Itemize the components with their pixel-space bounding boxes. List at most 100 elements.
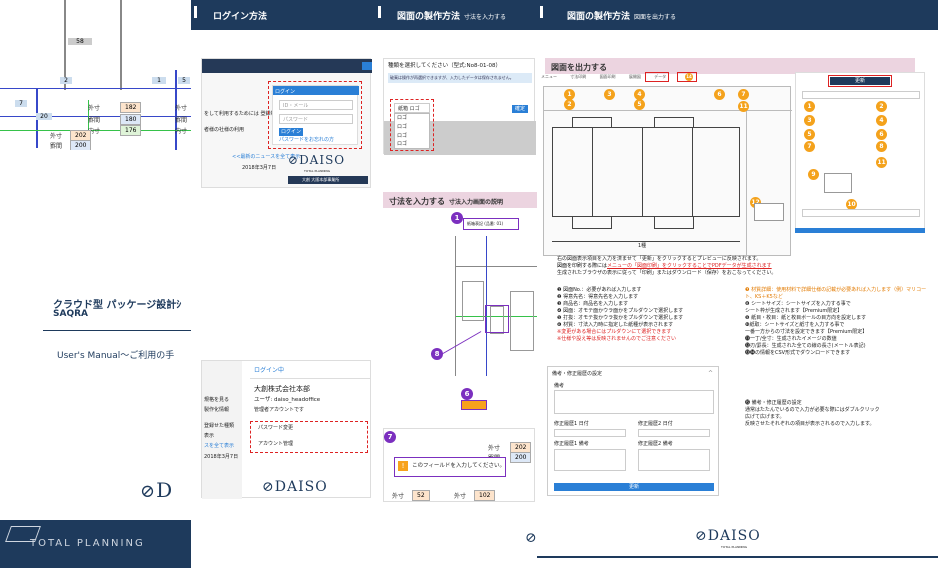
slide-dimensions: 図面の製作方法寸法を入力する 種類を選択してください（型式:No8-01-08）…: [375, 0, 537, 568]
history-note-label: 修正履歴2 備考: [638, 441, 673, 447]
password-input[interactable]: パスワード: [279, 114, 353, 124]
row-value: 176: [120, 125, 142, 136]
confirm-button[interactable]: 確定: [512, 105, 528, 113]
slide-header: 図面の製作方法図面を出力する: [537, 0, 938, 30]
row-label: 罫間: [88, 117, 101, 124]
badge-1: 1: [564, 89, 575, 100]
right-label: 外寸: [175, 105, 188, 112]
login-id-input[interactable]: ID・メール: [279, 100, 353, 110]
list-left-note: ※仕様や設え等は反映されませんのでご注意ください: [557, 336, 677, 342]
diagram-line: [0, 88, 191, 89]
badge-8: 8: [431, 348, 443, 360]
menu-item[interactable]: アカウント管理: [258, 441, 294, 447]
footer-label: 外寸: [392, 493, 405, 500]
tooltip-screenshot: 外寸 202 罫間 200 7 ! このフィールドを入力してください。 外寸 5…: [383, 428, 535, 502]
app-topbar: [202, 59, 372, 73]
dropdown-option[interactable]: ロゴ: [397, 141, 408, 147]
slide-header: 図面の製作方法寸法を入力する: [375, 0, 537, 30]
row-label: 罫間: [50, 143, 63, 150]
box-flap: [572, 217, 612, 229]
news-link[interactable]: スを全て表示: [204, 443, 235, 449]
left-item[interactable]: 登録せた種類: [204, 423, 235, 429]
logo-text: DAISO: [274, 479, 328, 495]
paragraph-line: 生成されたブラウザの表示に従って「印刷」またはダウンロード（保存）をおこなってく…: [557, 270, 777, 276]
menu-item[interactable]: データ: [654, 74, 667, 79]
menu-item[interactable]: 展開図: [628, 74, 641, 79]
dropdown-option[interactable]: ロゴ: [397, 115, 408, 121]
menu-item[interactable]: 図面印刷: [599, 74, 616, 79]
form-bottom-bar: [795, 228, 925, 233]
section-title: 図面を出力する: [545, 58, 915, 74]
badge-12: 12: [750, 197, 761, 208]
history-note-input[interactable]: [554, 449, 626, 471]
list-left-item: ❶ 図面No.：必要があれば入力します: [557, 287, 642, 293]
list-left-item: ❸ 商品名：商品名を入力します: [557, 301, 629, 307]
chevron-up-icon[interactable]: ^: [708, 370, 714, 377]
history-date-input[interactable]: [638, 429, 710, 437]
side-value: 200: [510, 452, 532, 463]
news-link[interactable]: <<最新のニュースを全て表示: [232, 154, 301, 160]
row-label: 外寸: [50, 133, 63, 140]
footer-line: [537, 556, 938, 558]
input-highlight: [461, 400, 487, 410]
diagram-value-7: 7: [15, 100, 27, 107]
select-prompt: 種類を選択してください（型式:No8-01-08）: [388, 63, 501, 69]
bottom-bar: [288, 176, 368, 184]
tooltip-box: [394, 457, 506, 477]
diagram-value-20: 20: [36, 113, 52, 120]
box-flap: [654, 217, 694, 229]
badge-1: 1: [804, 101, 815, 112]
box-crease: [592, 127, 593, 217]
page-subtitle: SAQRA: [53, 309, 88, 319]
diagram-rect: [490, 306, 504, 334]
history-date-input[interactable]: [554, 429, 626, 437]
list-right-item: ❼ 材質詳細：使用材料で詳細仕様の記載が必要あれば入力します（例）マリコート、K…: [745, 287, 927, 300]
update-button[interactable]: 更新: [830, 77, 890, 85]
form-select[interactable]: [802, 91, 920, 99]
footer-bar: [0, 520, 191, 568]
menu-item[interactable]: 寸法印刷: [570, 74, 587, 79]
slide-login: ログイン方法 をして利用するためには 登録制 者様の社様の利用 ログイン ID・…: [191, 0, 375, 568]
divider: [43, 330, 191, 331]
dropdown-option[interactable]: ロゴ: [397, 133, 408, 139]
left-item[interactable]: 製作化情報: [204, 407, 230, 413]
divider: [250, 378, 370, 379]
update-button[interactable]: 更新: [554, 483, 714, 491]
menu-item[interactable]: パスワード変更: [258, 425, 294, 431]
drawing-panel: 1 2 3 4 5 6 7 11 12 1種: [543, 86, 792, 257]
form-select[interactable]: [802, 209, 920, 217]
forgot-password-link[interactable]: パスワードをお忘れの方: [279, 137, 335, 143]
logo-icon: ⊘: [695, 528, 708, 544]
dropdown[interactable]: 紙箱 ロゴ: [394, 103, 430, 113]
diagram-line: [486, 236, 487, 376]
daiso-logo: ⊘DAISO: [695, 528, 761, 544]
menu-item[interactable]: 管理者アカウントです: [254, 407, 305, 413]
paragraph-line: 右の図面表示項目を入力を済ませて「更新」をクリックするとプレビューに反映されます…: [557, 256, 762, 262]
slide-output: 図面の製作方法図面を出力する 図面を出力する メニュー 寸法印刷 図面印刷 展開…: [537, 0, 938, 568]
footer-text: TOTAL PLANNING: [30, 538, 145, 549]
left-text: 者様の社様の利用: [204, 127, 245, 133]
left-item[interactable]: 表示: [204, 433, 215, 439]
header-subtitle: 図面を出力する: [634, 14, 677, 21]
history-date-label: 修正履歴2 日付: [638, 421, 673, 427]
list-right-item: 一番一方からの寸法を設定できます【Premium限定】: [745, 329, 868, 335]
topbar-button[interactable]: [362, 62, 372, 70]
left-item[interactable]: 規格を見る: [204, 397, 230, 403]
dropdown-option[interactable]: ロゴ: [397, 124, 408, 130]
notes-textarea[interactable]: [554, 390, 714, 414]
menu-item[interactable]: メニュー: [541, 74, 557, 79]
warning-box: [388, 73, 532, 83]
header-title: ログイン方法: [213, 12, 268, 22]
login-button[interactable]: ログイン: [279, 128, 303, 136]
section-title: 寸法を入力する寸法入力画面の説明: [383, 192, 537, 208]
box-diagram: [455, 236, 537, 376]
grain-box: [824, 173, 852, 193]
login-panel-title: ログイン: [273, 86, 359, 95]
history-note-input[interactable]: [638, 449, 710, 471]
width-label: 1種: [638, 243, 647, 249]
diagram-line-green: [0, 130, 191, 131]
list-right-item: ⓫一丁/全寸：生成されたイメージの数値: [745, 336, 837, 342]
badge-11: 11: [738, 101, 749, 112]
row-value: 182: [120, 102, 142, 113]
left-text: をして利用するためには 登録制: [204, 111, 276, 117]
